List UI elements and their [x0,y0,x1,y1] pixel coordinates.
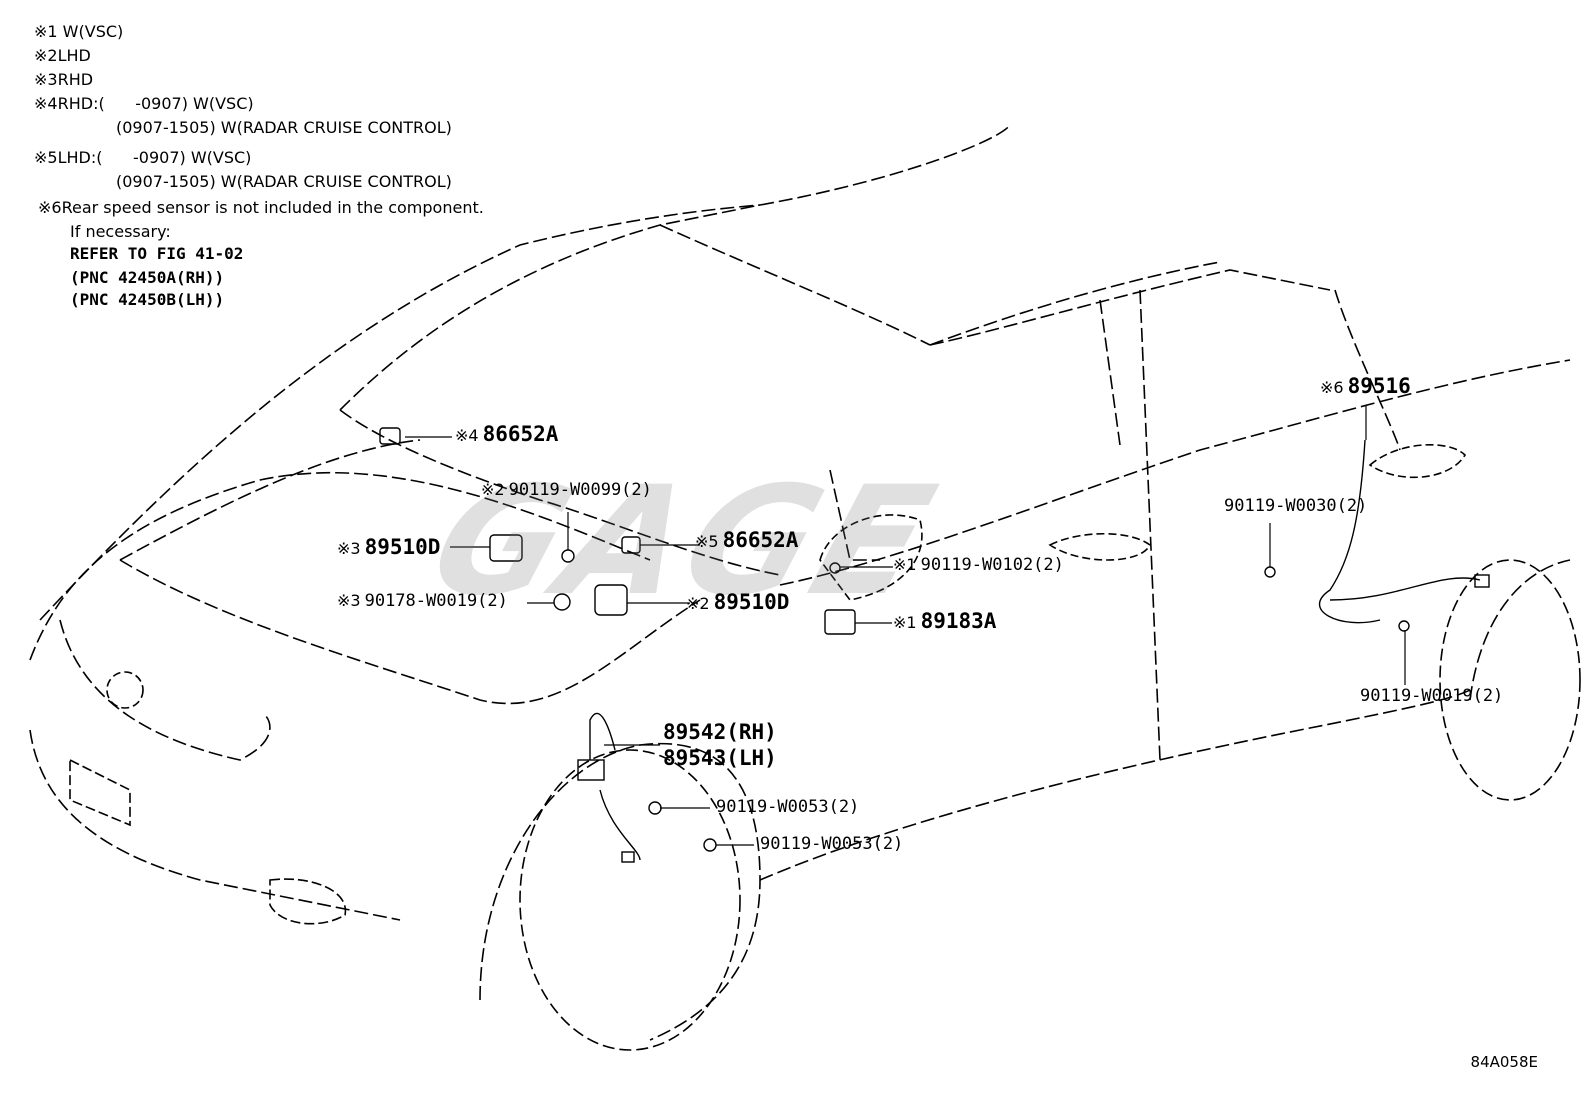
part-label-90119-w0030: 90119-W0030(2) [1224,496,1368,516]
note-5: ※5LHD:( -0907) W(VSC) [34,148,252,167]
note-6: ※6Rear speed sensor is not included in t… [38,198,484,217]
note-5-cont: (0907-1505) W(RADAR CRUISE CONTROL) [116,172,452,191]
note-4: ※4RHD:( -0907) W(VSC) [34,94,254,113]
part-label-89542-rh: 89542(RH) [663,720,777,744]
note-1: ※1 W(VSC) [34,22,124,41]
part-label-90119-w0053-b: 90119-W0053(2) [760,834,904,854]
note-6-pnc-lh: (PNC 42450B(LH)) [70,290,225,309]
part-label-90119-w0053-a: 90119-W0053(2) [716,797,860,817]
part-label-90119-w0019: 90119-W0019(2) [1360,686,1504,706]
note-2: ※2LHD [34,46,91,65]
part-label-89543-lh: 89543(LH) [663,746,777,770]
note-6-if-necessary: If necessary: [70,222,171,241]
note-3: ※3RHD [34,70,94,89]
figure-code: 84A058E [1470,1053,1538,1071]
note-6-pnc-rh: (PNC 42450A(RH)) [70,268,225,287]
note-4-cont: (0907-1505) W(RADAR CRUISE CONTROL) [116,118,452,137]
note-6-refer: REFER TO FIG 41-02 [70,244,244,263]
